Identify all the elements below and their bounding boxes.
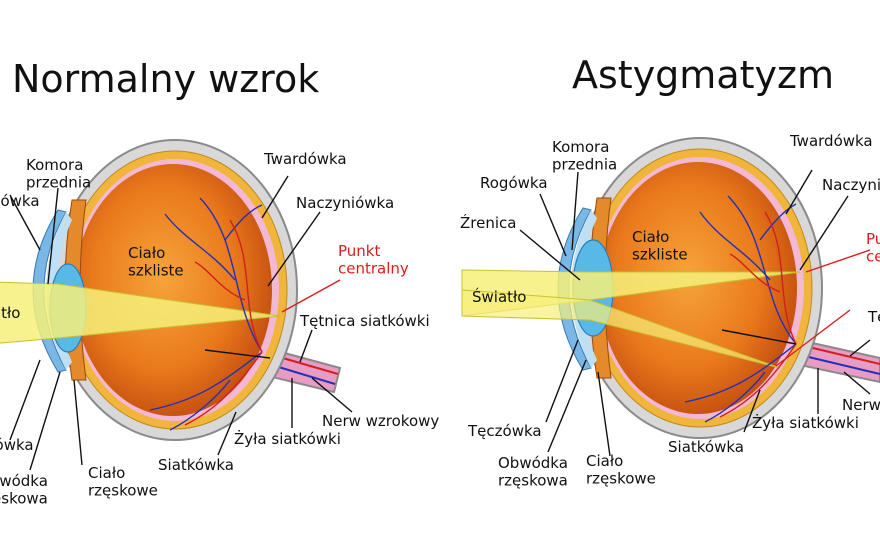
light-beam-lower xyxy=(461,289,781,369)
label-retinal-artery: Tętnica siatkówki xyxy=(867,308,880,326)
anterior-chamber xyxy=(571,210,597,368)
panel-title: Astygmatyzm xyxy=(572,53,834,97)
label-choroid: Naczyniówka xyxy=(822,176,880,194)
label-optic-nerve: Nerw wzrokowy xyxy=(322,412,439,430)
label-cornea: Rogówka xyxy=(0,192,40,210)
label-light: Światło xyxy=(0,303,20,322)
label-cornea: Rogówka xyxy=(480,174,548,192)
label-retina: Siatkówka xyxy=(158,456,234,474)
label-retinal-artery: Tętnica siatkówki xyxy=(299,312,430,330)
retinal-vessels xyxy=(684,195,797,423)
label-iris: Tęczówka xyxy=(467,422,542,440)
label-optic-nerve: Nerw wzrokowy xyxy=(842,396,880,414)
leader-lines xyxy=(9,175,353,471)
label-sclera: Twardówka xyxy=(789,132,873,150)
leader-lines xyxy=(519,169,871,457)
label-pupil: Źrenica xyxy=(460,213,516,232)
retinal-vessels xyxy=(149,197,263,431)
label-retinal-vein: Żyła siatkówki xyxy=(752,413,859,432)
label-retinal-vein: Żyła siatkówki xyxy=(234,429,341,448)
label-choroid: Naczyniówka xyxy=(296,194,394,212)
optic-vein xyxy=(795,353,880,375)
label-iris: Tęczówka xyxy=(0,436,34,454)
label-light: Światło xyxy=(472,287,526,306)
label-retina: Siatkówka xyxy=(668,438,744,456)
panel-title: Normalny wzrok xyxy=(12,57,319,101)
label-sclera: Twardówka xyxy=(263,150,347,168)
panel-normal: Normalny wzrok xyxy=(0,57,439,507)
panel-astigmatism: Astygmatyzm xyxy=(460,53,880,489)
vitreous-body xyxy=(74,164,272,416)
light-beam xyxy=(0,281,281,344)
